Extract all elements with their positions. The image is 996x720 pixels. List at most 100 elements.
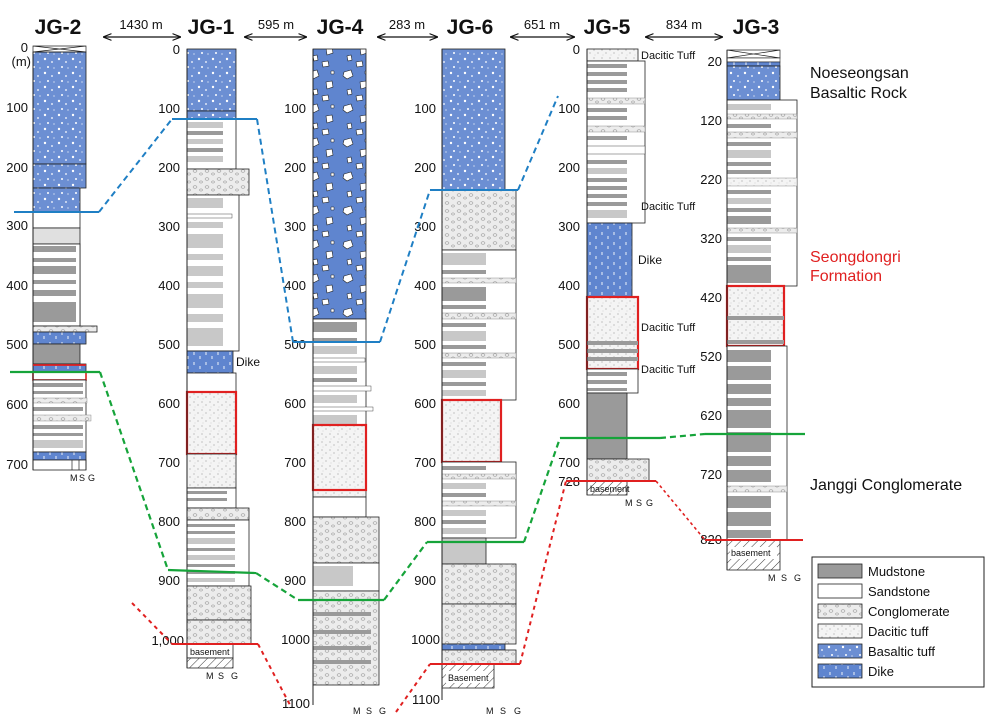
depth-tick: 0 bbox=[21, 40, 28, 55]
spacing-label-2: 595 m bbox=[258, 17, 294, 32]
jg4-seongdongri-box bbox=[311, 423, 368, 492]
depth-tick: 800 bbox=[158, 514, 180, 529]
jg3-basement-label: basement bbox=[731, 548, 771, 558]
seongdongri-label-2: Formation bbox=[810, 268, 882, 285]
depth-tick: 400 bbox=[284, 278, 306, 293]
well-title-jg5: JG-5 bbox=[584, 16, 631, 39]
depth-tick: 400 bbox=[6, 278, 28, 293]
depth-tick: 620 bbox=[700, 408, 722, 423]
jg1-stripes-b bbox=[186, 194, 240, 352]
depth-tick: 200 bbox=[414, 160, 436, 175]
depth-tick: 300 bbox=[6, 218, 28, 233]
depth-tick: 700 bbox=[284, 455, 306, 470]
legend-swatch-basaltic-tuff bbox=[817, 643, 863, 659]
green-link-4 bbox=[522, 437, 562, 543]
jg5-dacitic-tuff-top: Dacitic Tuff bbox=[641, 50, 696, 62]
depth-tick: 800 bbox=[284, 514, 306, 529]
depth-tick: 500 bbox=[158, 337, 180, 352]
jg2-stripes-a bbox=[32, 243, 81, 327]
depth-axis-jg2: 0 (m) 100 200 300 400 500 600 700 bbox=[6, 40, 31, 472]
legend-label-sandstone: Sandstone bbox=[868, 584, 930, 599]
jg6-basement-label: Basement bbox=[448, 673, 489, 683]
well-titles: JG-2 JG-1 JG-4 JG-6 JG-5 JG-3 bbox=[35, 16, 780, 39]
depth-tick: 720 bbox=[700, 467, 722, 482]
jg1-stripes-d bbox=[186, 519, 250, 587]
depth-tick: 200 bbox=[158, 160, 180, 175]
noeseongsan-label-2: Basaltic Rock bbox=[810, 85, 908, 102]
jg5-dike-label: Dike bbox=[638, 253, 662, 267]
jg6-seongdongri-box bbox=[440, 398, 503, 464]
depth-tick: 900 bbox=[158, 573, 180, 588]
depth-tick: 400 bbox=[158, 278, 180, 293]
grain-m: M bbox=[486, 706, 494, 716]
depth-tick: 1000 bbox=[281, 632, 310, 647]
legend-swatch-sandstone bbox=[817, 583, 863, 599]
column-jg5 bbox=[585, 48, 650, 496]
depth-tick: 220 bbox=[700, 172, 722, 187]
grain-s: S bbox=[79, 473, 85, 483]
depth-tick: 900 bbox=[414, 573, 436, 588]
grain-size-axes: M S G M S G M S G M S G M S G M S G bbox=[70, 473, 801, 716]
spacing-label-4: 651 m bbox=[524, 17, 560, 32]
depth-tick: 200 bbox=[284, 160, 306, 175]
depth-tick: 0 bbox=[573, 42, 580, 57]
seongdongri-label-1: Seongdongri bbox=[810, 249, 901, 266]
jg4-stripes-c bbox=[313, 612, 371, 664]
blue-link-2 bbox=[256, 118, 294, 343]
depth-tick: 100 bbox=[284, 101, 306, 116]
blue-link-4 bbox=[517, 95, 559, 191]
depth-tick: 420 bbox=[700, 290, 722, 305]
jg5-stripes-a bbox=[586, 60, 646, 224]
legend-swatch-dike bbox=[817, 663, 863, 679]
well-title-jg3: JG-3 bbox=[733, 16, 780, 39]
legend-label-basaltic-tuff: Basaltic tuff bbox=[868, 644, 935, 659]
depth-tick: 400 bbox=[558, 278, 580, 293]
spacing-label-3: 283 m bbox=[389, 17, 425, 32]
correlation-lines bbox=[10, 95, 805, 713]
depth-tick: 900 bbox=[284, 573, 306, 588]
red-link-2 bbox=[257, 643, 291, 706]
depth-tick: 700 bbox=[6, 457, 28, 472]
column-jg3 bbox=[725, 49, 798, 571]
green-link-2 bbox=[255, 572, 299, 601]
grain-g: G bbox=[646, 498, 653, 508]
grain-m: M bbox=[206, 671, 214, 681]
depth-tick: 20 bbox=[708, 54, 722, 69]
jg5-dacitic-tuff-mid: Dacitic Tuff bbox=[641, 201, 696, 213]
red-link-5 bbox=[655, 480, 706, 541]
well-title-jg6: JG-6 bbox=[447, 16, 494, 39]
depth-tick: 100 bbox=[414, 101, 436, 116]
depth-tick: 700 bbox=[558, 455, 580, 470]
jg5-dacitic-tuff-low: Dacitic Tuff bbox=[641, 364, 696, 376]
column-annotations: Dike Dike Dacitic Tuff Dacitic Tuff Daci… bbox=[190, 50, 771, 683]
formation-labels: Noeseongsan Basaltic Rock Seongdongri Fo… bbox=[810, 65, 962, 494]
red-link-3 bbox=[395, 663, 431, 713]
legend-swatch-dacitic-tuff bbox=[817, 623, 863, 639]
jg1-basement-label: basement bbox=[190, 647, 230, 657]
grain-m: M bbox=[625, 498, 633, 508]
well-title-jg2: JG-2 bbox=[35, 16, 82, 39]
legend-label-mudstone: Mudstone bbox=[868, 564, 925, 579]
depth-tick: 1100 bbox=[282, 696, 310, 711]
depth-tick: 400 bbox=[414, 278, 436, 293]
grain-m: M bbox=[70, 473, 78, 483]
depth-tick: 500 bbox=[6, 337, 28, 352]
jg3-stripes-c bbox=[726, 345, 788, 541]
well-title-jg1: JG-1 bbox=[188, 16, 235, 39]
depth-tick: 500 bbox=[558, 337, 580, 352]
depth-tick: 600 bbox=[558, 396, 580, 411]
depth-tick: 100 bbox=[558, 101, 580, 116]
grain-s: S bbox=[636, 498, 642, 508]
jg5-dacitic-tuff-box: Dacitic Tuff bbox=[641, 322, 696, 334]
legend-swatch-mudstone bbox=[817, 563, 863, 579]
jg3-stripes-b bbox=[727, 316, 784, 344]
jg6-stripes-a bbox=[441, 249, 517, 401]
legend-label-dike: Dike bbox=[868, 664, 894, 679]
grain-m: M bbox=[768, 573, 776, 583]
legend-label-dacitic-tuff: Dacitic tuff bbox=[868, 624, 929, 639]
jg6-stripes-b bbox=[441, 461, 517, 539]
depth-axis-jg1: 0 100 200 300 400 500 600 700 800 900 1,… bbox=[151, 42, 184, 648]
grain-g: G bbox=[231, 671, 238, 681]
depth-tick: 600 bbox=[284, 396, 306, 411]
